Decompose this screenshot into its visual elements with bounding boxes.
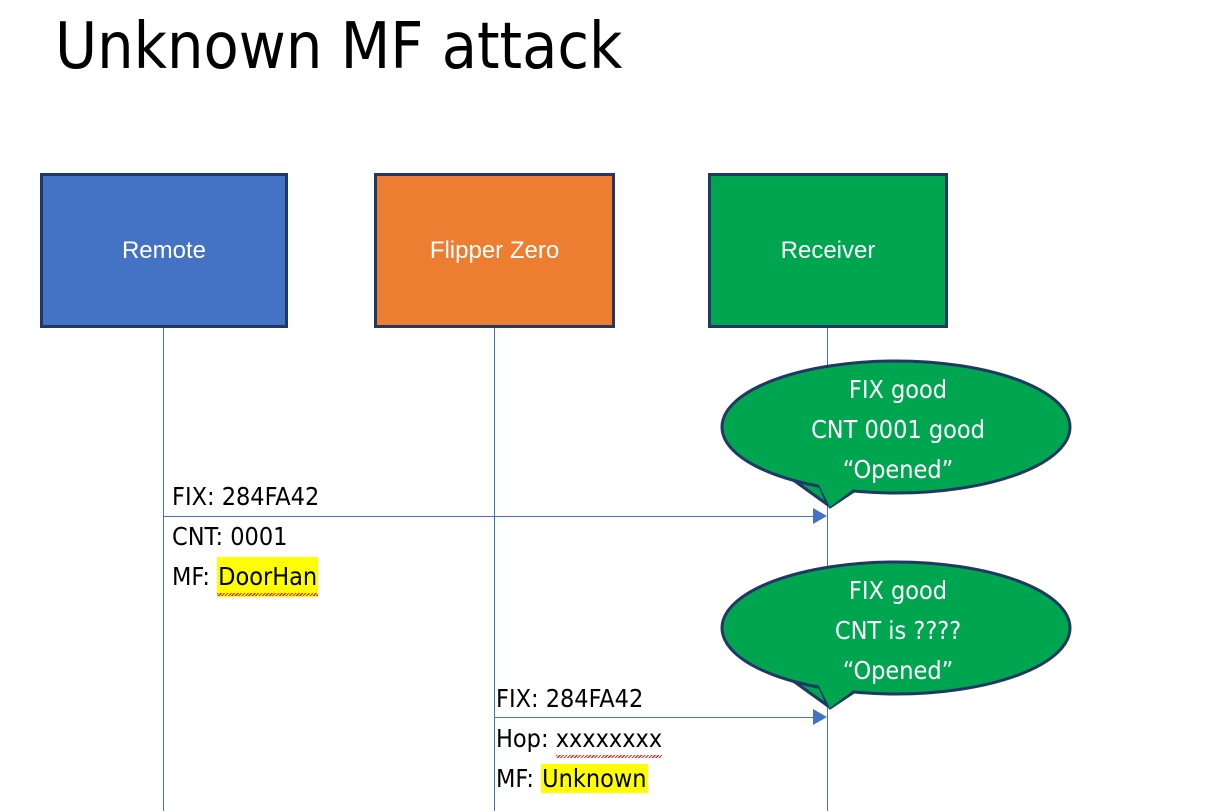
- actor-box-remote[interactable]: Remote: [40, 173, 288, 328]
- speech-bubble-1[interactable]: FIX good CNT 0001 good “Opened”: [718, 357, 1078, 522]
- actor-label-flipper-zero: Flipper Zero: [429, 236, 560, 264]
- message-label-2-above: FIX: 284FA42: [496, 684, 644, 713]
- message-label-2-mf: MF: Unknown: [496, 764, 648, 793]
- message-arrow-line-2: [494, 717, 814, 718]
- message-arrow-line-1: [163, 516, 814, 517]
- message-label-2-hop-value: xxxxxxxx: [555, 719, 663, 759]
- message-label-2-hop: Hop: xxxxxxxx: [496, 719, 663, 759]
- message-label-1-mf-value: DoorHan: [217, 557, 319, 597]
- arrow-right-icon: [813, 709, 827, 725]
- message-label-2-below: Hop: xxxxxxxx MF: Unknown: [496, 719, 663, 799]
- speech-bubble-2[interactable]: FIX good CNT is ???? “Opened”: [718, 558, 1078, 723]
- speech-bubble-shape-icon: [720, 560, 1072, 710]
- message-label-1-below: CNT: 0001 MF: DoorHan: [172, 517, 319, 597]
- lifeline-flipper-zero: [494, 328, 495, 811]
- message-label-1-above: FIX: 284FA42: [172, 482, 320, 511]
- actor-label-remote: Remote: [121, 236, 207, 264]
- actor-label-receiver: Receiver: [780, 236, 876, 264]
- actor-box-receiver[interactable]: Receiver: [708, 173, 948, 328]
- page-title: Unknown MF attack: [55, 10, 623, 84]
- lifeline-remote: [163, 328, 164, 811]
- actor-box-flipper-zero[interactable]: Flipper Zero: [374, 173, 615, 328]
- message-label-2-mf-value: Unknown: [541, 764, 648, 793]
- arrow-right-icon: [813, 508, 827, 524]
- message-label-1-mf: MF: DoorHan: [172, 557, 319, 597]
- message-label-1-cnt: CNT: 0001: [172, 522, 288, 551]
- speech-bubble-shape-icon: [720, 359, 1072, 509]
